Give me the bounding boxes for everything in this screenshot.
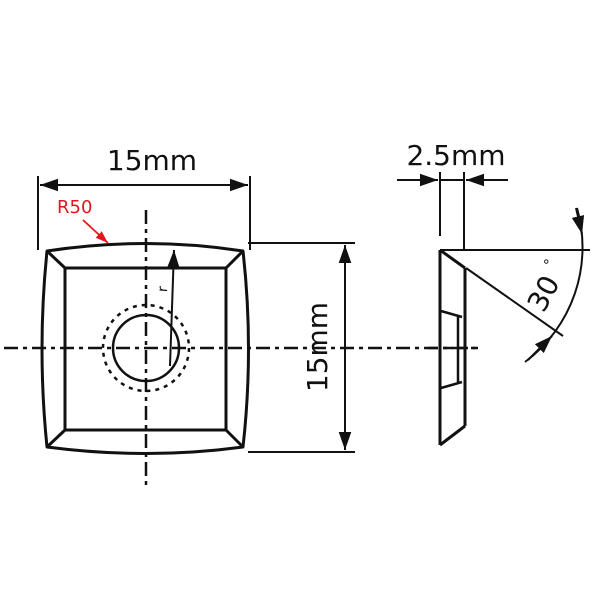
height-label: 15mm	[301, 302, 334, 392]
bevel-edge	[45, 428, 67, 449]
countersink-outline	[101, 303, 191, 393]
radius-leader	[167, 249, 180, 367]
front-view	[40, 242, 250, 455]
radius-annotation: R50	[57, 197, 92, 218]
width-dimension	[37, 176, 251, 250]
thickness-dimension	[397, 172, 508, 250]
inner-face	[63, 266, 228, 432]
height-dimension	[248, 242, 355, 453]
angle-dimension	[440, 207, 590, 363]
width-label: 15mm	[107, 144, 197, 177]
mounting-hole	[111, 313, 181, 383]
angle-label-group: 30 °	[521, 257, 567, 317]
bevel-edge	[224, 249, 245, 270]
thickness-label: 2.5mm	[406, 139, 505, 172]
bevel-edge	[45, 249, 67, 270]
hole-radius-label: r	[155, 285, 171, 292]
radius-annotation-arrow	[82, 219, 109, 244]
angle-unit: °	[541, 257, 558, 271]
bevel-edge	[224, 428, 245, 449]
centerlines	[4, 210, 480, 486]
